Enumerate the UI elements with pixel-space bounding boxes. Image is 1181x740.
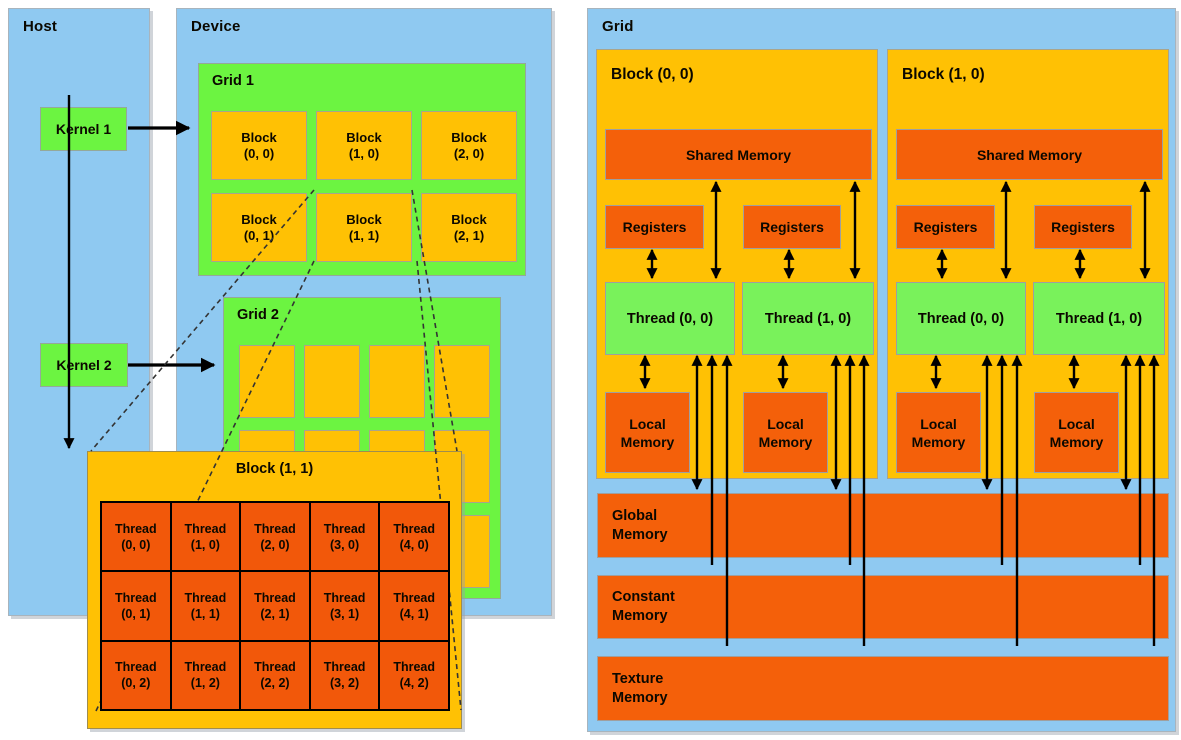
registers-box: Registers — [743, 205, 841, 249]
mem-block-0-0: Block (0, 0) Shared Memory Registers Reg… — [596, 49, 878, 479]
grid1-block-2-0: Block(2, 0) — [421, 111, 517, 180]
grid2-block — [434, 345, 490, 418]
thread-box: Thread (0, 0) — [605, 282, 735, 355]
thread-cell: Thread(2, 1) — [241, 572, 309, 640]
thread-cell: Thread(3, 1) — [310, 572, 379, 640]
thread-box: Thread (1, 0) — [1033, 282, 1165, 355]
grid1-block-1-0: Block(1, 0) — [316, 111, 412, 180]
block-detail-title: Block (1, 1) — [235, 461, 314, 477]
kernel1-box: Kernel 1 — [40, 107, 127, 151]
thread-table: Thread(0, 0) Thread(1, 0) Thread(2, 0) T… — [100, 501, 450, 711]
thread-cell: Thread(1, 2) — [171, 641, 240, 709]
grid1-title: Grid 1 — [212, 73, 254, 89]
device-title: Device — [191, 18, 241, 35]
grid1-block-0-0: Block(0, 0) — [211, 111, 307, 180]
grid1-block-2-1: Block(2, 1) — [421, 193, 517, 262]
mem-block-0-0-title: Block (0, 0) — [611, 66, 694, 83]
host-title: Host — [23, 18, 58, 35]
thread-cell: Thread(4, 0) — [380, 503, 448, 571]
kernel2-box: Kernel 2 — [40, 343, 128, 387]
thread-cell: Thread(3, 0) — [310, 503, 379, 571]
grid1-block-0-1: Block(0, 1) — [211, 193, 307, 262]
thread-cell: Thread(0, 0) — [102, 503, 170, 571]
thread-box: Thread (0, 0) — [896, 282, 1026, 355]
mem-block-1-0-title: Block (1, 0) — [902, 66, 985, 83]
registers-box: Registers — [605, 205, 704, 249]
thread-cell: Thread(0, 2) — [102, 641, 170, 709]
thread-cell: Thread(2, 2) — [241, 641, 309, 709]
grid2-block — [369, 345, 425, 418]
thread-box: Thread (1, 0) — [742, 282, 874, 355]
thread-cell: Thread(1, 1) — [171, 572, 240, 640]
registers-box: Registers — [896, 205, 995, 249]
mem-block-1-0: Block (1, 0) Shared Memory Registers Reg… — [887, 49, 1169, 479]
grid-title: Grid — [602, 18, 634, 35]
shared-memory-box: Shared Memory — [896, 129, 1163, 180]
thread-cell: Thread(0, 1) — [102, 572, 170, 640]
registers-box: Registers — [1034, 205, 1132, 249]
thread-cell: Thread(3, 2) — [310, 641, 379, 709]
thread-cell: Thread(4, 1) — [380, 572, 448, 640]
memory-grid-panel: Grid Block (0, 0) Shared Memory Register… — [587, 8, 1176, 732]
shared-memory-box: Shared Memory — [605, 129, 872, 180]
grid1-block-1-1: Block(1, 1) — [316, 193, 412, 262]
kernel1-label: Kernel 1 — [55, 121, 112, 137]
grid2-title: Grid 2 — [237, 307, 279, 323]
thread-cell: Thread(4, 2) — [380, 641, 448, 709]
grid1: Grid 1 Block(0, 0) Block(1, 0) Block(2, … — [198, 63, 526, 276]
thread-cell: Thread(1, 0) — [171, 503, 240, 571]
thread-cell: Thread(2, 0) — [241, 503, 309, 571]
grid2-block — [304, 345, 360, 418]
grid2-block — [239, 345, 295, 418]
kernel2-label: Kernel 2 — [56, 357, 112, 373]
